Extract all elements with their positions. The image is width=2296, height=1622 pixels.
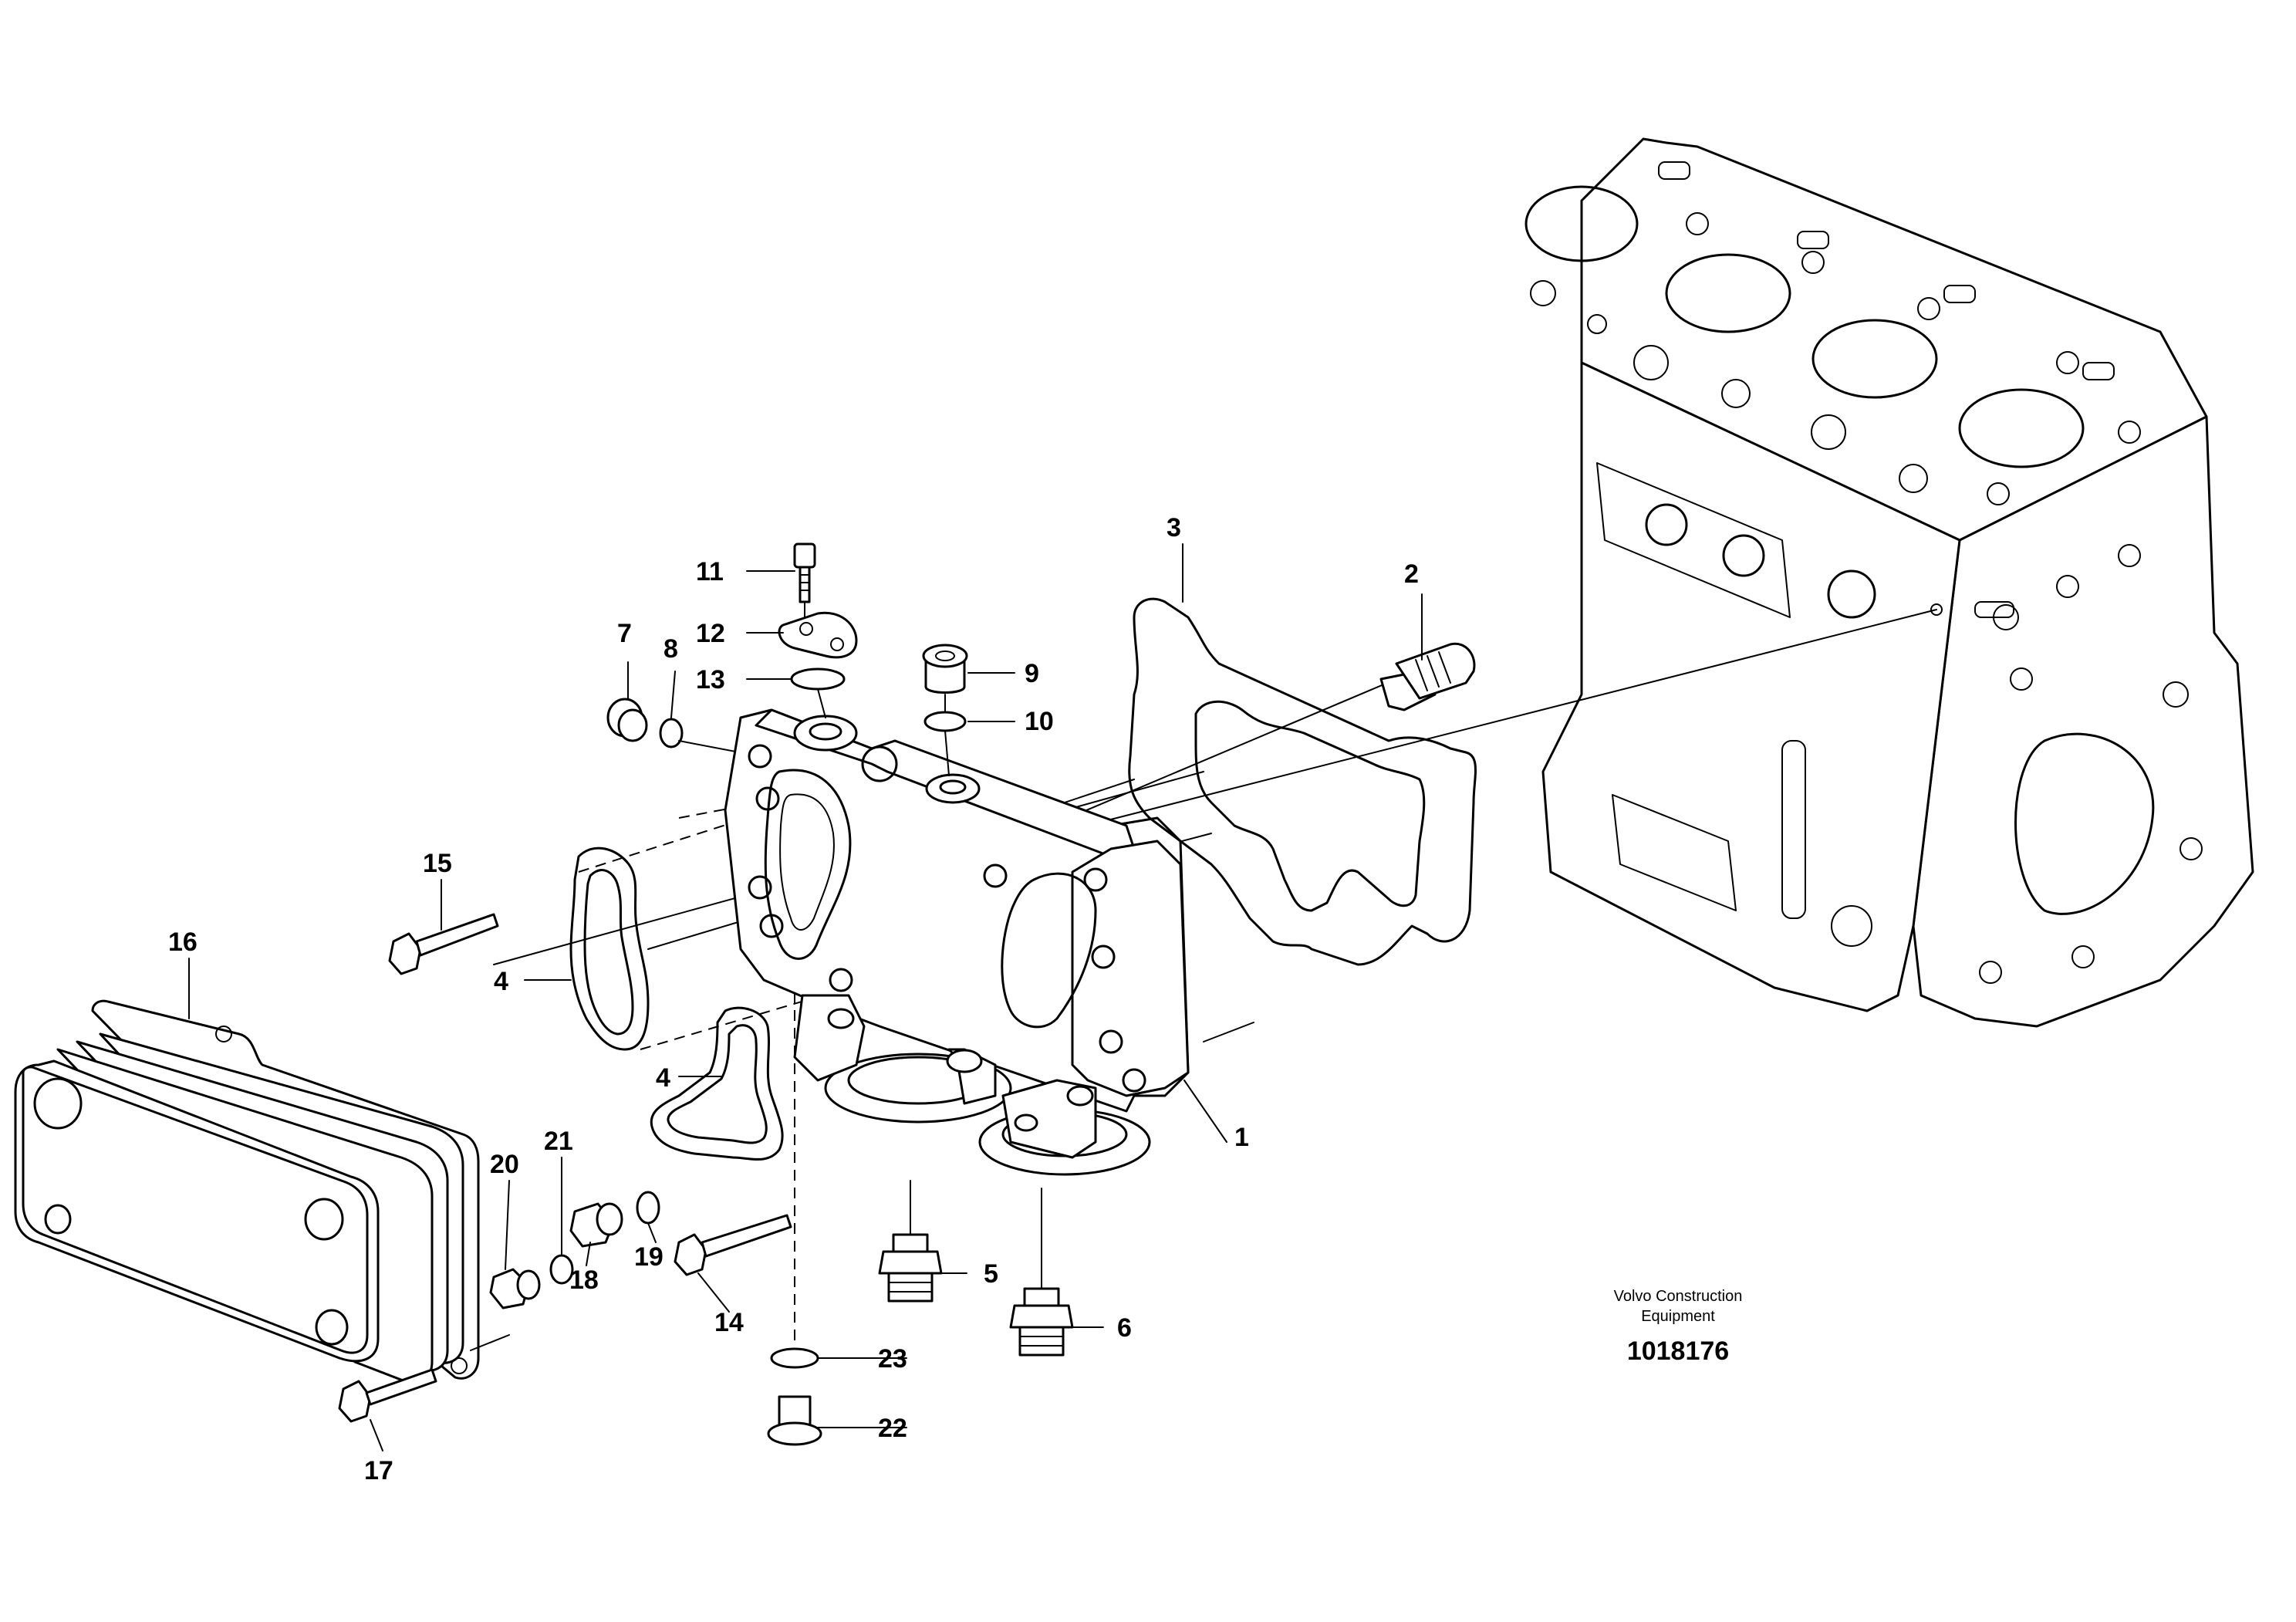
callout-4-lower: 4 bbox=[656, 1063, 670, 1093]
washer-23 bbox=[770, 1347, 819, 1369]
callout-labels: 1 2 3 4 4 5 6 7 8 9 10 11 12 13 14 15 16… bbox=[168, 513, 1419, 1485]
gasket-4-lower bbox=[650, 1006, 784, 1161]
callout-15: 15 bbox=[423, 849, 452, 878]
washer-8 bbox=[659, 718, 684, 748]
bolt-17 bbox=[338, 1368, 437, 1423]
callout-2: 2 bbox=[1404, 559, 1419, 589]
callout-1: 1 bbox=[1234, 1123, 1249, 1152]
washer-19 bbox=[636, 1191, 660, 1225]
callout-16: 16 bbox=[168, 928, 198, 957]
callout-14: 14 bbox=[714, 1308, 744, 1337]
engine-block bbox=[1524, 137, 2254, 1028]
gasket-3 bbox=[1128, 597, 1477, 966]
plug-20 bbox=[489, 1268, 541, 1309]
callout-17: 17 bbox=[364, 1456, 393, 1485]
plug-7 bbox=[606, 698, 648, 742]
callout-5: 5 bbox=[984, 1259, 998, 1289]
callout-9: 9 bbox=[1025, 659, 1039, 688]
callout-7: 7 bbox=[617, 619, 632, 648]
callout-4-upper: 4 bbox=[494, 967, 508, 996]
callout-10: 10 bbox=[1025, 707, 1054, 736]
callout-6: 6 bbox=[1117, 1313, 1132, 1343]
plug-2 bbox=[1379, 642, 1476, 711]
callout-12: 12 bbox=[696, 619, 725, 648]
callout-3: 3 bbox=[1167, 513, 1181, 542]
callout-18: 18 bbox=[569, 1265, 599, 1295]
nipple-6 bbox=[1009, 1188, 1074, 1357]
plug-18 bbox=[569, 1202, 623, 1248]
drawing-number: 1018176 bbox=[1627, 1336, 1729, 1366]
oil-filter-housing bbox=[724, 708, 1190, 1176]
callout-8: 8 bbox=[663, 634, 678, 664]
callout-leaders bbox=[188, 543, 1423, 1451]
washer-10 bbox=[923, 711, 967, 732]
callout-11: 11 bbox=[696, 557, 724, 586]
plug-22 bbox=[767, 1395, 822, 1446]
callout-20: 20 bbox=[490, 1150, 519, 1179]
cover-plate-12 bbox=[778, 611, 858, 659]
credit-line-1: Volvo Construction bbox=[1614, 1288, 1743, 1305]
screw-11 bbox=[793, 542, 816, 603]
drawing-credit: Volvo Construction Equipment 1018176 bbox=[1614, 1288, 1743, 1366]
plug-9 bbox=[922, 644, 968, 694]
gasket-4-upper bbox=[569, 846, 650, 1051]
washer-21 bbox=[549, 1254, 574, 1285]
oil-cooler bbox=[14, 999, 510, 1384]
credit-line-2: Equipment bbox=[1641, 1308, 1715, 1325]
bolt-15 bbox=[388, 913, 499, 975]
nipple-5 bbox=[878, 1180, 943, 1303]
o-ring-13 bbox=[790, 667, 846, 691]
callout-19: 19 bbox=[634, 1242, 663, 1272]
callout-21: 21 bbox=[544, 1127, 573, 1156]
callout-23: 23 bbox=[878, 1344, 907, 1374]
bolt-14 bbox=[674, 1214, 792, 1276]
callout-13: 13 bbox=[696, 665, 725, 694]
callout-22: 22 bbox=[878, 1414, 907, 1443]
